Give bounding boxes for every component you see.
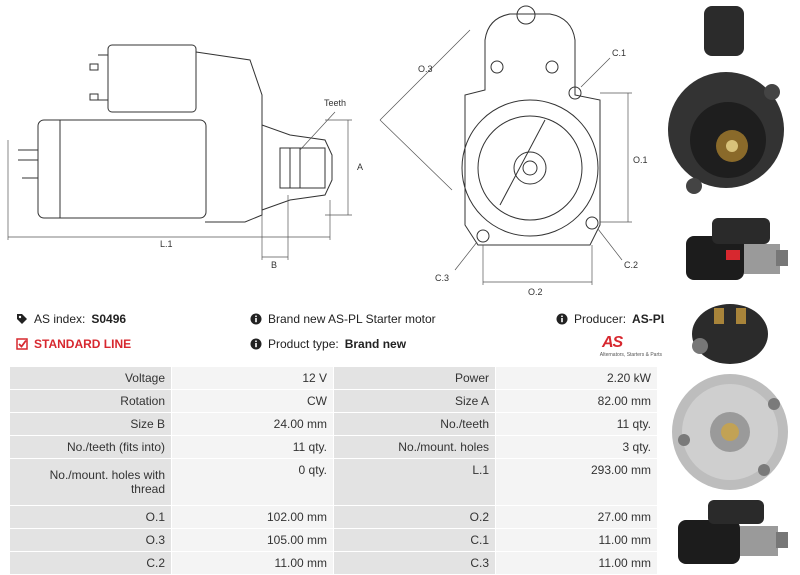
- spec-value: 11.00 mm: [171, 551, 334, 575]
- spec-label: O.3: [9, 528, 172, 552]
- dim-label-teeth: Teeth: [324, 98, 346, 108]
- spec-label: Size B: [9, 412, 172, 436]
- dim-label-b: B: [271, 260, 277, 270]
- spec-value: 102.00 mm: [171, 505, 334, 529]
- product-photos: [664, 0, 800, 574]
- standard-line-label: STANDARD LINE: [34, 337, 132, 351]
- photo-flange-aluminium[interactable]: [664, 370, 800, 494]
- spec-label: Voltage: [9, 366, 172, 390]
- brand-new-info: Brand new AS-PL Starter motor: [250, 312, 436, 326]
- product-type: Product type: Brand new: [250, 337, 406, 351]
- spec-label: No./teeth: [333, 412, 496, 436]
- spec-table: Voltage 12 V Power 2.20 kW Rotation CW S…: [9, 366, 658, 575]
- dim-label-l1: L.1: [160, 239, 173, 249]
- dim-label-c2: C.2: [624, 260, 638, 270]
- spec-label: C.3: [333, 551, 496, 575]
- photo-front-flange[interactable]: [664, 0, 800, 205]
- spec-label: No./mount. holes with thread: [9, 458, 172, 506]
- logo-mark: AS: [602, 334, 623, 351]
- spec-value: 82.00 mm: [495, 389, 658, 413]
- table-row: No./teeth (fits into) 11 qty. No./mount.…: [9, 435, 658, 459]
- spec-value: 12 V: [171, 366, 334, 390]
- table-row: Size B 24.00 mm No./teeth 11 qty.: [9, 412, 658, 436]
- dim-label-o1: O.1: [633, 155, 648, 165]
- technical-drawing: L.1 B A Teeth: [0, 0, 660, 300]
- dim-label-c1: C.1: [612, 48, 626, 58]
- side-view-drawing: L.1 B A Teeth: [7, 5, 648, 297]
- spec-value: CW: [171, 389, 334, 413]
- spec-label: No./mount. holes: [333, 435, 496, 459]
- spec-value: 293.00 mm: [495, 458, 658, 506]
- product-type-label: Product type:: [268, 337, 339, 351]
- info-icon: [250, 313, 262, 325]
- dim-label-a: A: [357, 162, 363, 172]
- photo-side-2[interactable]: [664, 496, 800, 574]
- spec-value: 105.00 mm: [171, 528, 334, 552]
- spec-label: Rotation: [9, 389, 172, 413]
- as-pl-logo: AS Alternators, Starters & Parts: [582, 334, 662, 360]
- table-row: C.2 11.00 mm C.3 11.00 mm: [9, 551, 658, 575]
- checkbox-icon: [16, 338, 28, 350]
- spec-value: 11.00 mm: [495, 551, 658, 575]
- logo-tagline: Alternators, Starters & Parts: [599, 352, 662, 358]
- product-type-value: Brand new: [344, 337, 407, 351]
- spec-label: No./teeth (fits into): [9, 435, 172, 459]
- spec-label: L.1: [333, 458, 496, 506]
- spec-value: 0 qty.: [171, 458, 334, 506]
- spec-label-text: No./mount. holes with thread: [49, 468, 165, 496]
- spec-value: 11.00 mm: [495, 528, 658, 552]
- table-row: Voltage 12 V Power 2.20 kW: [9, 366, 658, 390]
- spec-value: 3 qty.: [495, 435, 658, 459]
- info-icon: [556, 313, 568, 325]
- spec-label: C.1: [333, 528, 496, 552]
- spec-value: 24.00 mm: [171, 412, 334, 436]
- photo-solenoid[interactable]: [664, 298, 800, 368]
- table-row: Rotation CW Size A 82.00 mm: [9, 389, 658, 413]
- dim-label-o2: O.2: [528, 287, 543, 297]
- producer-label: Producer:: [574, 312, 627, 326]
- spec-value: 27.00 mm: [495, 505, 658, 529]
- spec-label: C.2: [9, 551, 172, 575]
- as-index-label: AS index:: [34, 312, 86, 326]
- spec-label: O.1: [9, 505, 172, 529]
- product-info: AS index: S0496 STANDARD LINE Brand new …: [0, 306, 668, 358]
- as-index-value: S0496: [91, 312, 127, 326]
- spec-label: Size A: [333, 389, 496, 413]
- as-index: AS index: S0496: [16, 312, 126, 326]
- spec-value: 2.20 kW: [495, 366, 658, 390]
- spec-label: O.2: [333, 505, 496, 529]
- table-row: No./mount. holes with thread 0 qty. L.1 …: [9, 458, 658, 506]
- table-row: O.3 105.00 mm C.1 11.00 mm: [9, 528, 658, 552]
- table-row: O.1 102.00 mm O.2 27.00 mm: [9, 505, 658, 529]
- spec-value: 11 qty.: [171, 435, 334, 459]
- spec-label: Power: [333, 366, 496, 390]
- brand-new-text: Brand new AS-PL Starter motor: [268, 312, 436, 326]
- standard-line: STANDARD LINE: [16, 337, 131, 351]
- spec-value: 11 qty.: [495, 412, 658, 436]
- info-icon: [250, 338, 262, 350]
- dim-label-o3: O.3: [418, 64, 433, 74]
- dim-label-c3: C.3: [435, 273, 449, 283]
- producer-value: AS-PL: [632, 312, 669, 326]
- producer: Producer: AS-PL: [556, 312, 668, 326]
- tag-icon: [17, 314, 27, 324]
- photo-side[interactable]: [664, 210, 800, 294]
